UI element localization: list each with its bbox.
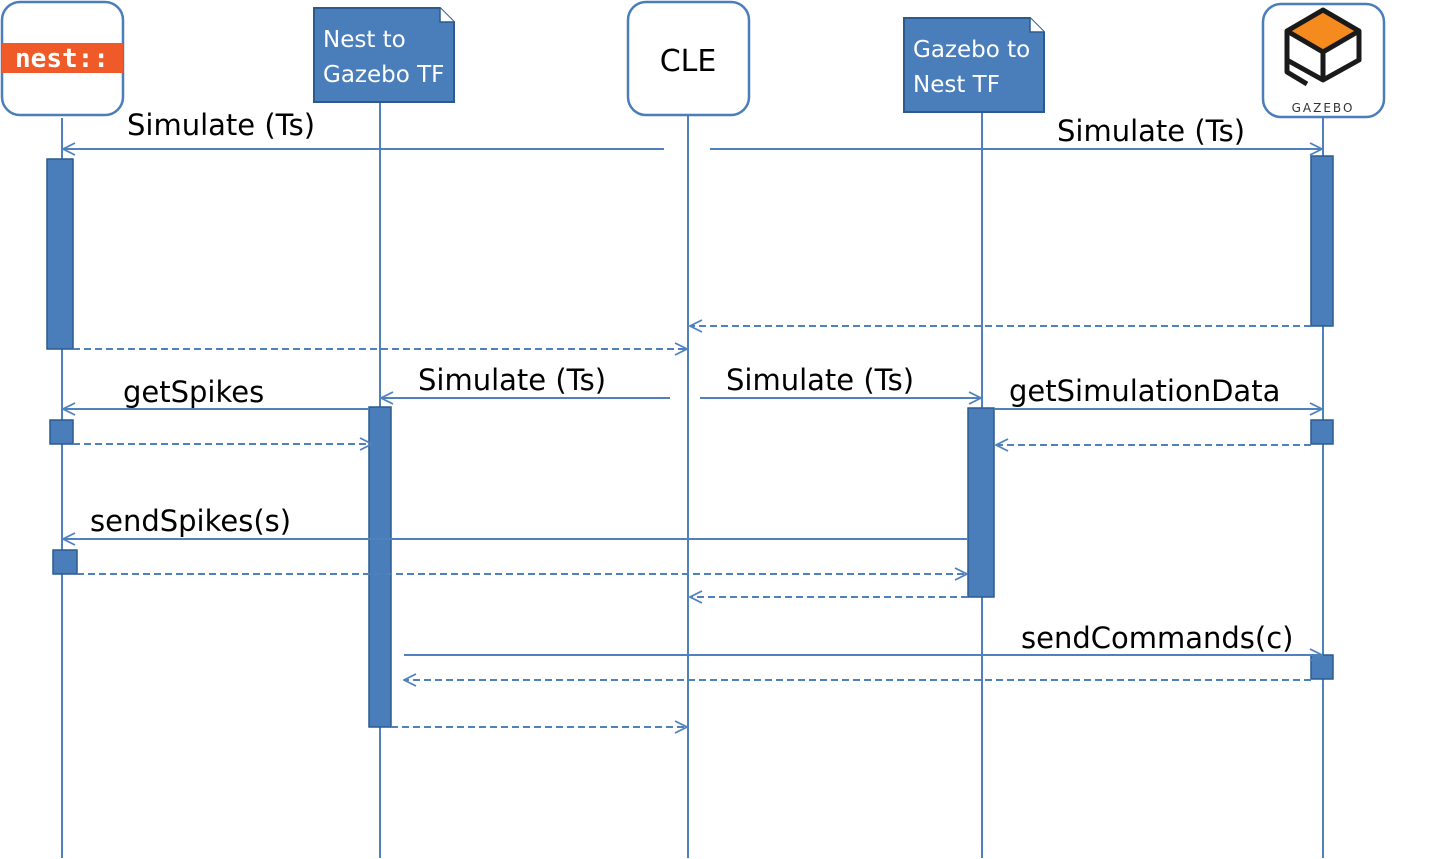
- cle-label: CLE: [660, 44, 717, 79]
- nest-logo: [2, 43, 123, 73]
- label-simulate-nest-tf: Simulate (Ts): [418, 363, 606, 397]
- gazebo-logo-icon: [1284, 7, 1362, 87]
- nest-to-gazebo-tf-line2: Gazebo TF: [323, 62, 444, 88]
- label-get-spikes: getSpikes: [123, 375, 264, 409]
- activation-gazebo-get-data: [1310, 419, 1334, 445]
- participant-gazebo: GAZEBO: [1261, 2, 1386, 119]
- nest-to-gazebo-tf-line1: Nest to: [323, 27, 406, 53]
- participant-nest: nest::: [0, 0, 125, 117]
- label-simulate-gazebo-tf: Simulate (Ts): [726, 363, 914, 397]
- activation-gazebo-to-nest-tf: [967, 407, 995, 598]
- nest-logo-text: nest::: [15, 44, 109, 74]
- label-simulate-gazebo: Simulate (Ts): [1057, 114, 1245, 148]
- activation-nest-simulate: [46, 158, 74, 350]
- gazebo-to-nest-tf-line2: Nest TF: [913, 72, 1000, 98]
- label-simulate-nest: Simulate (Ts): [127, 108, 315, 142]
- label-send-spikes: sendSpikes(s): [90, 504, 291, 538]
- label-get-simulation-data: getSimulationData: [1009, 374, 1280, 408]
- participant-gazebo-to-nest-tf: Gazebo to Nest TF: [903, 17, 1045, 113]
- gazebo-logo-text: GAZEBO: [1292, 101, 1355, 115]
- activation-nest-to-gazebo-tf: [368, 406, 392, 728]
- gazebo-to-nest-tf-line1: Gazebo to: [913, 37, 1030, 63]
- activation-gazebo-simulate: [1310, 155, 1334, 327]
- activation-nest-send-spikes: [52, 549, 78, 575]
- activation-nest-get-spikes: [49, 419, 74, 445]
- activation-gazebo-send-commands: [1310, 654, 1334, 680]
- participant-nest-to-gazebo-tf: Nest to Gazebo TF: [313, 7, 455, 103]
- participant-cle: CLE: [626, 0, 751, 117]
- label-send-commands: sendCommands(c): [1021, 621, 1293, 655]
